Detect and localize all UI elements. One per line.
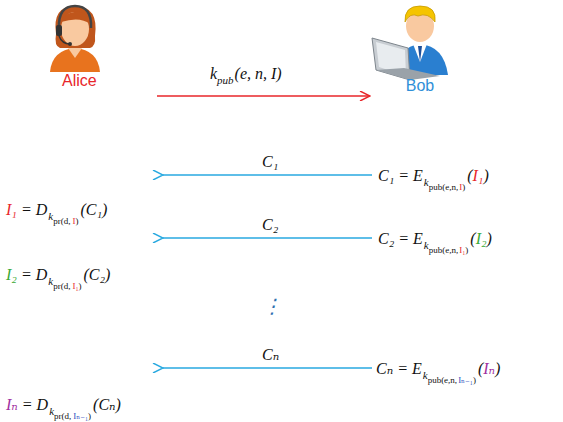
formula-part: k	[424, 177, 429, 188]
formula-part: )	[462, 183, 465, 192]
formula-part: )	[465, 246, 468, 255]
formula-part: (	[467, 168, 472, 184]
formula-part: (e, n, I)	[235, 66, 282, 82]
key-arrow	[157, 95, 370, 96]
formula-part: I₁	[459, 246, 465, 255]
formula-part: I₁	[473, 168, 484, 184]
formula-part: )	[483, 168, 488, 184]
arrow-label: C₁	[262, 154, 278, 170]
formula-part: I₂	[476, 231, 487, 247]
encryption-equation: Cₙ = Ekpub(e,n,Iₙ₋₁)(Iₙ)	[376, 361, 500, 377]
decryption-equation: Iₙ= Dkpr(d,Iₙ₋₁)(Cₙ)	[6, 397, 121, 413]
formula-part: Iₙ₋₁	[458, 376, 473, 385]
formula-part: I	[459, 183, 462, 192]
formula-part: = D	[21, 267, 47, 283]
ciphertext-arrow	[163, 367, 372, 368]
formula-part: Iₙ₋₁	[73, 412, 88, 421]
formula-part: C₂ = E	[378, 231, 423, 247]
formula-part: )	[88, 412, 91, 421]
formula-part: k	[423, 370, 428, 381]
ciphertext-arrow	[163, 174, 372, 175]
formula-part: C₁ = E	[378, 168, 423, 184]
formula-part: pr(d,	[53, 282, 70, 291]
ciphertext-arrow	[163, 237, 372, 238]
formula-part: k	[424, 240, 429, 251]
decryption-equation: I₂= Dkpr(d,I₁)(C₂)	[6, 267, 110, 283]
formula-part: k	[49, 406, 54, 417]
formula-part: I	[72, 217, 75, 226]
formula-part: = D	[22, 397, 48, 413]
formula-part: (C₂)	[84, 267, 111, 283]
formula-part: pub	[217, 75, 234, 86]
formula-part: pr(d,	[53, 217, 70, 226]
formula-part: pub(e,n,	[429, 183, 459, 192]
formula-part: (C₁)	[80, 202, 107, 218]
formula-part: (Cₙ)	[93, 397, 121, 413]
encryption-equation: C₂ = Ekpub(e,n,I₁)(I₂)	[378, 231, 492, 247]
formula-part: Cₙ	[262, 347, 279, 363]
formula-part: = D	[21, 202, 47, 218]
formula-part: Cₙ = E	[376, 361, 422, 377]
decryption-equation: I₁= Dkpr(d,I)(C₁)	[6, 202, 107, 218]
formula-part: )	[495, 361, 500, 377]
person-name: Bob	[406, 77, 434, 95]
formula-part: pub(e,n,	[428, 376, 458, 385]
formula-part: (	[478, 361, 483, 377]
formula-part: )	[487, 231, 492, 247]
formula-part: C₁	[262, 154, 278, 170]
formula-part: I₂	[6, 267, 17, 283]
formula-part: )	[75, 217, 78, 226]
continuation-dots: ⋮	[262, 296, 282, 316]
formula-part: I₁	[6, 202, 17, 218]
formula-part: pr(d,	[54, 412, 71, 421]
formula-part: )	[473, 376, 476, 385]
formula-part: I₁	[72, 282, 78, 291]
formula-part: C₂	[262, 217, 278, 233]
arrow-label: C₂	[262, 217, 278, 233]
encryption-equation: C₁ = Ekpub(e,n,I)(I₁)	[378, 168, 489, 184]
formula-part: )	[79, 282, 82, 291]
formula-part: Iₙ	[483, 361, 495, 377]
person-name: Alice	[62, 72, 97, 90]
formula-part: pub(e,n,	[429, 246, 459, 255]
person-node: Bob	[370, 0, 470, 100]
formula-part: (	[470, 231, 475, 247]
bob-icon	[372, 6, 448, 80]
alice-icon	[50, 6, 100, 72]
arrow-label: Cₙ	[262, 347, 279, 363]
formula-part: Iₙ	[6, 397, 18, 413]
public-key-label: kpub(e, n, I)	[210, 66, 282, 82]
person-node: Alice	[40, 0, 157, 100]
formula-part: ⋮	[262, 296, 282, 316]
formula-part: k	[48, 211, 53, 222]
formula-part: k	[210, 66, 217, 82]
formula-part: k	[48, 276, 53, 287]
